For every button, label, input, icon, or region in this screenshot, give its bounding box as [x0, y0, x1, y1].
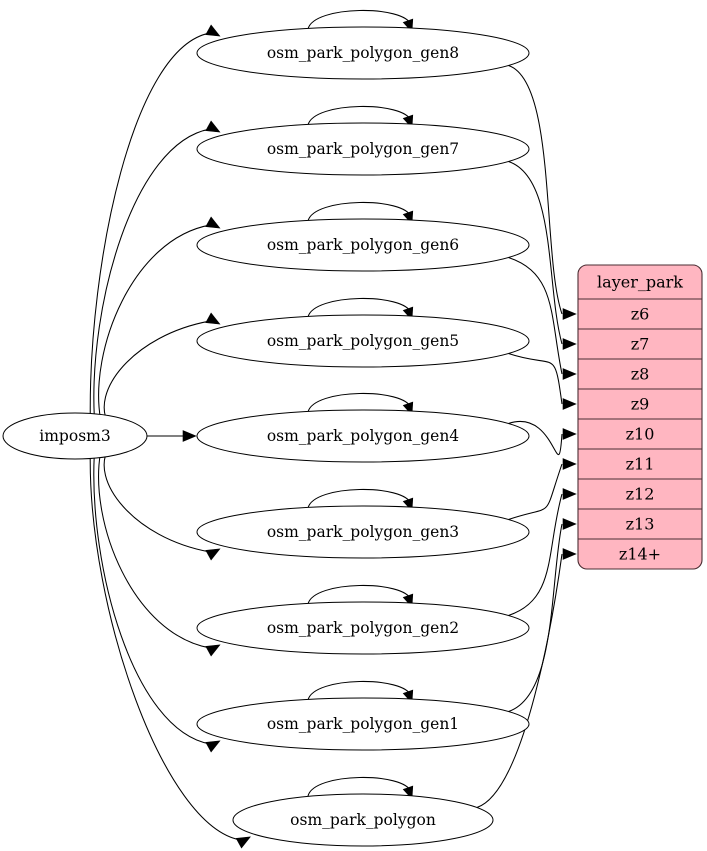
edge-osm_park_polygon_gen8-to-z6 [508, 65, 563, 315]
arrowhead-imposm3-to-osm_park_polygon_gen6 [205, 216, 221, 229]
layer-park-table-body [577, 264, 703, 570]
arrowhead-osm_park_polygon_gen3-to-z11 [562, 458, 577, 470]
arrowhead-osm_park_polygon-to-z14plus [562, 548, 577, 560]
node-label-osm_park_polygon_gen8: osm_park_polygon_gen8 [267, 44, 459, 62]
node-osm_park_polygon_gen8[interactable] [196, 26, 530, 80]
arrowhead-imposm3-to-osm_park_polygon [235, 836, 251, 849]
edge-osm_park_polygon_gen5-to-z9 [508, 353, 563, 405]
arrowhead-imposm3-to-osm_park_polygon_gen4 [182, 430, 197, 442]
edge-imposm3-to-osm_park_polygon_gen3 [103, 447, 210, 553]
node-osm_park_polygon_gen4[interactable] [196, 409, 530, 463]
edge-imposm3-to-osm_park_polygon_gen7 [93, 128, 210, 416]
arrowhead-imposm3-to-osm_park_polygon_gen1 [205, 740, 221, 753]
edge-imposm3-to-osm_park_polygon_gen8 [89, 32, 210, 415]
node-osm_park_polygon_gen6[interactable] [196, 218, 530, 272]
node-osm_park_polygon_gen3[interactable] [196, 505, 530, 559]
edge-osm_park_polygon_gen3-to-z11 [508, 463, 563, 520]
arrowhead-imposm3-to-osm_park_polygon_gen5 [205, 312, 221, 325]
node-label-osm_park_polygon_gen4: osm_park_polygon_gen4 [267, 427, 459, 445]
arrowhead-imposm3-to-osm_park_polygon_gen7 [205, 120, 221, 133]
arrowhead-imposm3-to-osm_park_polygon_gen8 [205, 24, 221, 37]
node-osm_park_polygon_gen1[interactable] [196, 697, 530, 751]
self-loop-edge-osm_park_polygon_gen7 [307, 105, 412, 126]
edges-from-imposm3 [89, 24, 251, 849]
edge-imposm3-to-osm_park_polygon_gen5 [103, 320, 210, 425]
self-loop-edge-osm_park_polygon_gen6 [307, 201, 412, 222]
table-row-label-z13: z13 [626, 515, 655, 534]
arrowhead-osm_park_polygon_gen1-to-z13 [562, 518, 577, 530]
edge-imposm3-to-osm_park_polygon_gen2 [98, 453, 210, 649]
edge-osm_park_polygon-to-z14plus [476, 553, 563, 808]
node-osm_park_polygon_gen7[interactable] [196, 122, 530, 176]
node-imposm3[interactable] [2, 412, 148, 460]
self-loop-edge-osm_park_polygon_gen5 [307, 297, 412, 318]
node-osm_park_polygon[interactable] [232, 793, 494, 847]
arrowhead-osm_park_polygon_gen7-to-z7 [562, 338, 577, 350]
node-label-osm_park_polygon: osm_park_polygon [290, 811, 436, 829]
table-row-label-z11: z11 [626, 455, 655, 474]
edge-imposm3-to-osm_park_polygon_gen6 [98, 224, 210, 419]
self-loop-edges [307, 9, 414, 800]
self-loop-edge-osm_park_polygon [307, 776, 412, 797]
arrowhead-imposm3-to-osm_park_polygon_gen2 [205, 644, 221, 657]
table-row-label-z14plus: z14+ [619, 545, 661, 564]
table-row-label-z9: z9 [631, 395, 650, 414]
arrowhead-osm_park_polygon_gen6-to-z8 [562, 368, 577, 380]
node-label-imposm3: imposm3 [39, 427, 110, 445]
arrowhead-osm_park_polygon_gen5-to-z9 [562, 398, 577, 410]
edges-to-layer-park-table [476, 65, 577, 808]
arrowhead-osm_park_polygon_gen4-to-z10 [562, 428, 577, 440]
source-node-group: imposm3 [2, 412, 148, 460]
ellipse-nodes-group: osm_park_polygon_gen8 osm_park_polygon_ge… [196, 26, 530, 847]
table-header-layer-park: layer_park [597, 273, 683, 292]
node-label-osm_park_polygon_gen5: osm_park_polygon_gen5 [267, 332, 459, 350]
table-row-label-z12: z12 [626, 485, 655, 504]
arrowhead-imposm3-to-osm_park_polygon_gen3 [205, 548, 221, 561]
table-row-label-z7: z7 [631, 335, 650, 354]
edge-osm_park_polygon_gen7-to-z7 [508, 161, 563, 345]
edge-imposm3-to-osm_park_polygon [89, 457, 241, 841]
node-label-osm_park_polygon_gen2: osm_park_polygon_gen2 [267, 619, 459, 637]
edge-osm_park_polygon_gen4-to-z10 [508, 420, 563, 456]
node-label-osm_park_polygon_gen1: osm_park_polygon_gen1 [267, 715, 459, 733]
node-osm_park_polygon_gen2[interactable] [196, 601, 530, 655]
self-loop-edge-osm_park_polygon_gen1 [307, 680, 412, 701]
self-loop-edge-osm_park_polygon_gen2 [307, 584, 412, 605]
edge-imposm3-to-osm_park_polygon_gen1 [93, 456, 210, 745]
self-loop-edge-osm_park_polygon_gen4 [307, 392, 412, 413]
arrowhead-osm_park_polygon_gen2-to-z12 [562, 488, 577, 500]
node-osm_park_polygon_gen5[interactable] [196, 314, 530, 368]
table-row-label-z6: z6 [631, 305, 650, 324]
node-label-osm_park_polygon_gen7: osm_park_polygon_gen7 [267, 140, 459, 158]
table-row-label-z8: z8 [631, 365, 650, 384]
node-label-osm_park_polygon_gen6: osm_park_polygon_gen6 [267, 236, 459, 254]
edge-osm_park_polygon_gen6-to-z8 [508, 257, 563, 375]
layer-park-table-group: layer_park z6 z7 z8 z9 z10 z11 z12 z13 z14+ [577, 264, 703, 570]
node-label-osm_park_polygon_gen3: osm_park_polygon_gen3 [267, 523, 459, 541]
self-loop-edge-osm_park_polygon_gen3 [307, 488, 412, 509]
edge-osm_park_polygon_gen2-to-z12 [508, 493, 563, 616]
table-row-label-z10: z10 [626, 425, 655, 444]
arrowhead-osm_park_polygon_gen8-to-z6 [562, 308, 577, 320]
self-loop-edge-osm_park_polygon_gen8 [307, 9, 412, 30]
